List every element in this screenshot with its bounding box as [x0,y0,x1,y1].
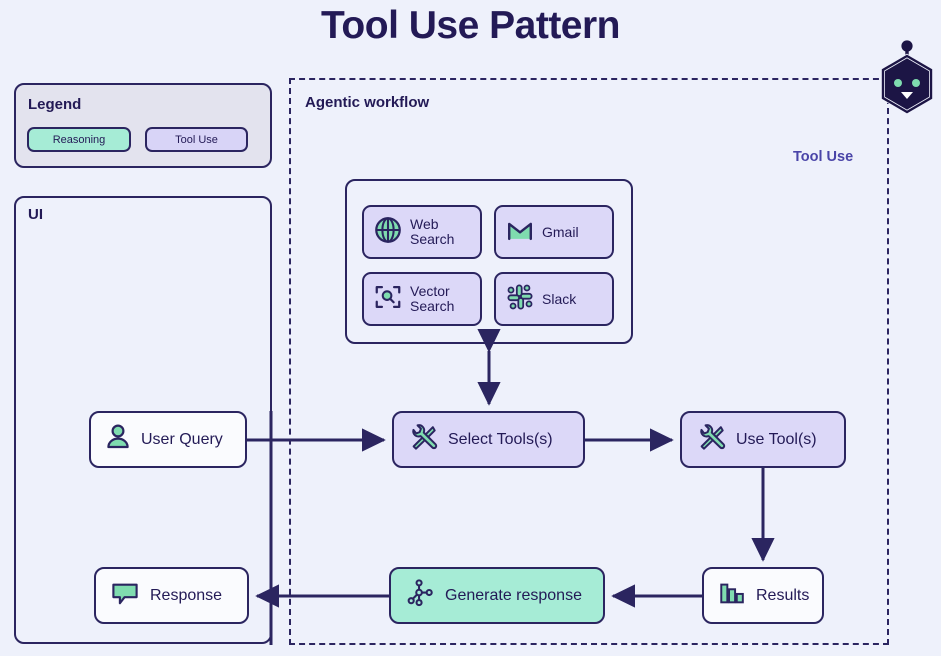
robot-agent-icon [874,40,940,137]
user-icon [105,423,131,456]
graph-node-icon [405,578,435,613]
agentic-workflow-boundary [289,78,889,645]
globe-icon [373,215,403,250]
speech-bubble-icon [110,580,140,611]
tool-card-slack-label: Slack [542,290,577,307]
legend-panel [14,83,272,168]
bar-chart-icon [718,579,746,612]
node-results[interactable]: Results [702,567,824,624]
slack-icon [505,282,535,317]
node-use-tools-label: Use Tool(s) [736,430,817,448]
gmail-icon [505,215,535,250]
tools-icon [696,422,726,457]
node-use-tools[interactable]: Use Tool(s) [680,411,846,468]
tool-card-gmail[interactable]: Gmail [494,205,614,259]
ui-panel-label: UI [28,206,43,223]
legend-chip-tool-use: Tool Use [145,127,248,152]
node-generate-response-label: Generate response [445,586,582,604]
node-user-query-label: User Query [141,430,223,448]
node-select-tools[interactable]: Select Tools(s) [392,411,585,468]
node-generate-response[interactable]: Generate response [389,567,605,624]
legend-chip-reasoning-label: Reasoning [52,133,106,146]
legend-title: Legend [28,96,82,113]
node-user-query[interactable]: User Query [89,411,247,468]
legend-chip-reasoning: Reasoning [27,127,131,152]
node-results-label: Results [756,586,810,604]
tools-icon [408,422,438,457]
agentic-workflow-label: Agentic workflow [305,94,430,111]
node-response[interactable]: Response [94,567,249,624]
tool-card-slack[interactable]: Slack [494,272,614,326]
vector-search-icon [373,282,403,317]
page-title: Tool Use Pattern [321,4,621,47]
node-response-label: Response [150,586,223,604]
node-select-tools-label: Select Tools(s) [448,430,553,448]
tool-use-side-label: Tool Use [793,149,854,165]
legend-chip-tool-use-label: Tool Use [175,133,218,146]
tool-card-gmail-label: Gmail [542,223,579,240]
